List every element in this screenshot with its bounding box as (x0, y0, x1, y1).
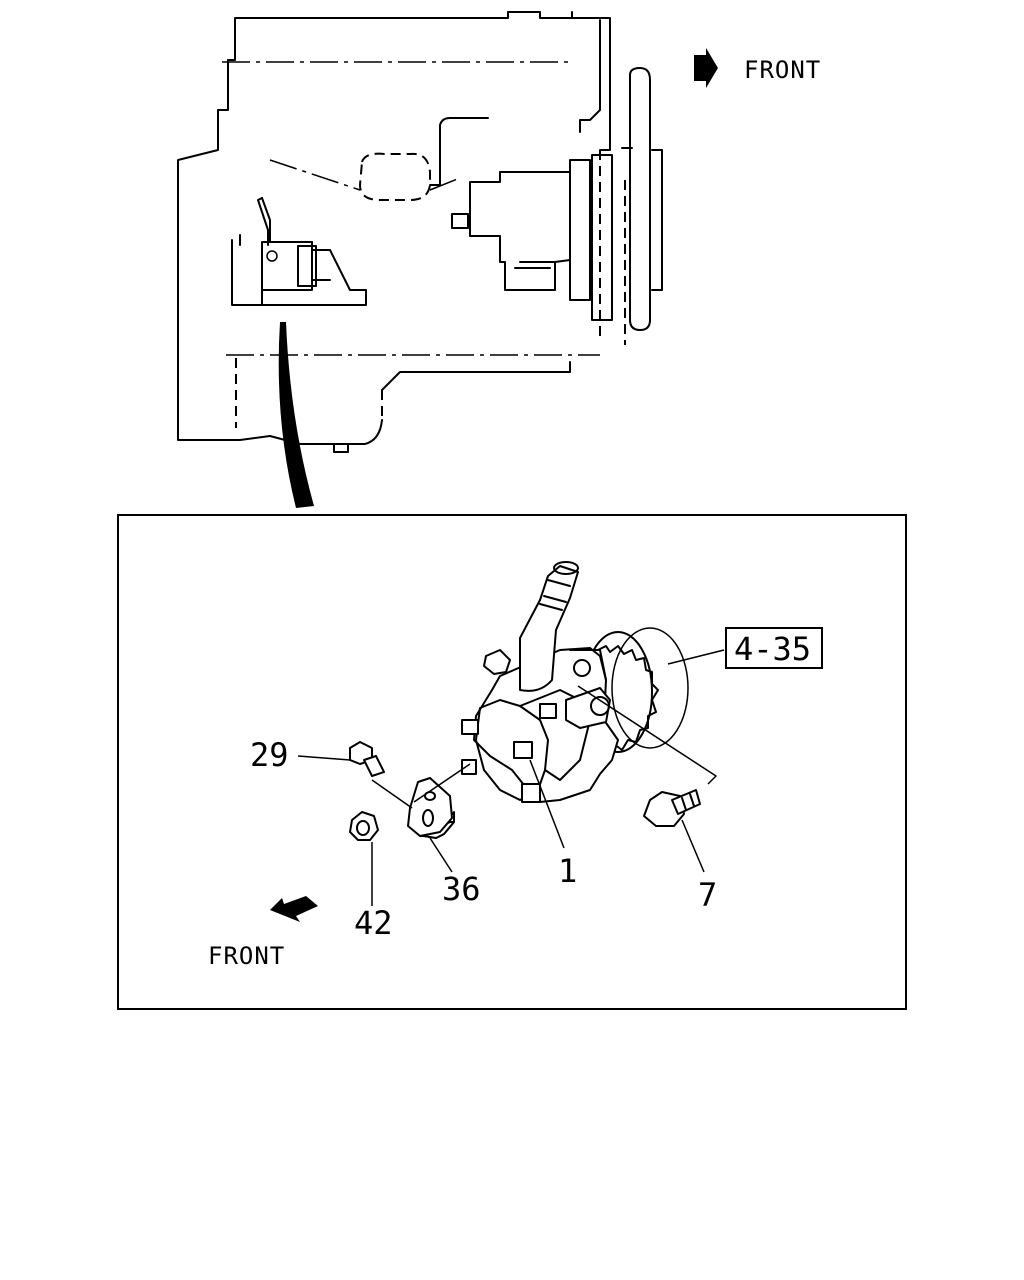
oil-pan-bottom (269, 361, 571, 445)
pump-body (473, 647, 619, 803)
engine-overview: FRONT (177, 11, 821, 508)
detail-frame (117, 514, 907, 1010)
ref-box-4-35 (725, 627, 823, 669)
vacuum-pump-assembly (461, 561, 689, 803)
leader-lines (297, 649, 725, 906)
rocker-pipe (429, 117, 489, 186)
callout-29: 29 (250, 736, 289, 774)
engine-pump-location (231, 197, 367, 306)
inlet-pipe (519, 565, 579, 692)
detail-callout-arrow (278, 322, 314, 508)
front-label-top: FRONT (744, 56, 821, 84)
callout-4-35: 4-35 (734, 630, 811, 668)
rocker-cover-outline (358, 152, 431, 201)
front-arrow-icon (694, 48, 718, 88)
engine-front-pulleys (451, 67, 663, 345)
pump-cover (475, 699, 549, 801)
bolt-29 (349, 741, 385, 777)
bracket-36 (407, 777, 455, 839)
callout-36: 36 (442, 870, 481, 908)
oil-pan-outline (235, 358, 383, 428)
nut-42 (349, 811, 379, 841)
rocker-centerline (269, 159, 461, 191)
engine-block-outline (177, 11, 611, 441)
front-label-detail: FRONT (208, 942, 285, 970)
callout-42: 42 (354, 904, 393, 942)
o-ring (611, 627, 689, 749)
pump-studs (461, 703, 557, 803)
side-fitting (483, 649, 511, 675)
bolt-7 (643, 789, 701, 827)
callout-1: 1 (558, 852, 577, 890)
engine-top-right-step (571, 11, 601, 133)
callout-7: 7 (698, 876, 717, 914)
front-arrow-icon (270, 896, 318, 922)
